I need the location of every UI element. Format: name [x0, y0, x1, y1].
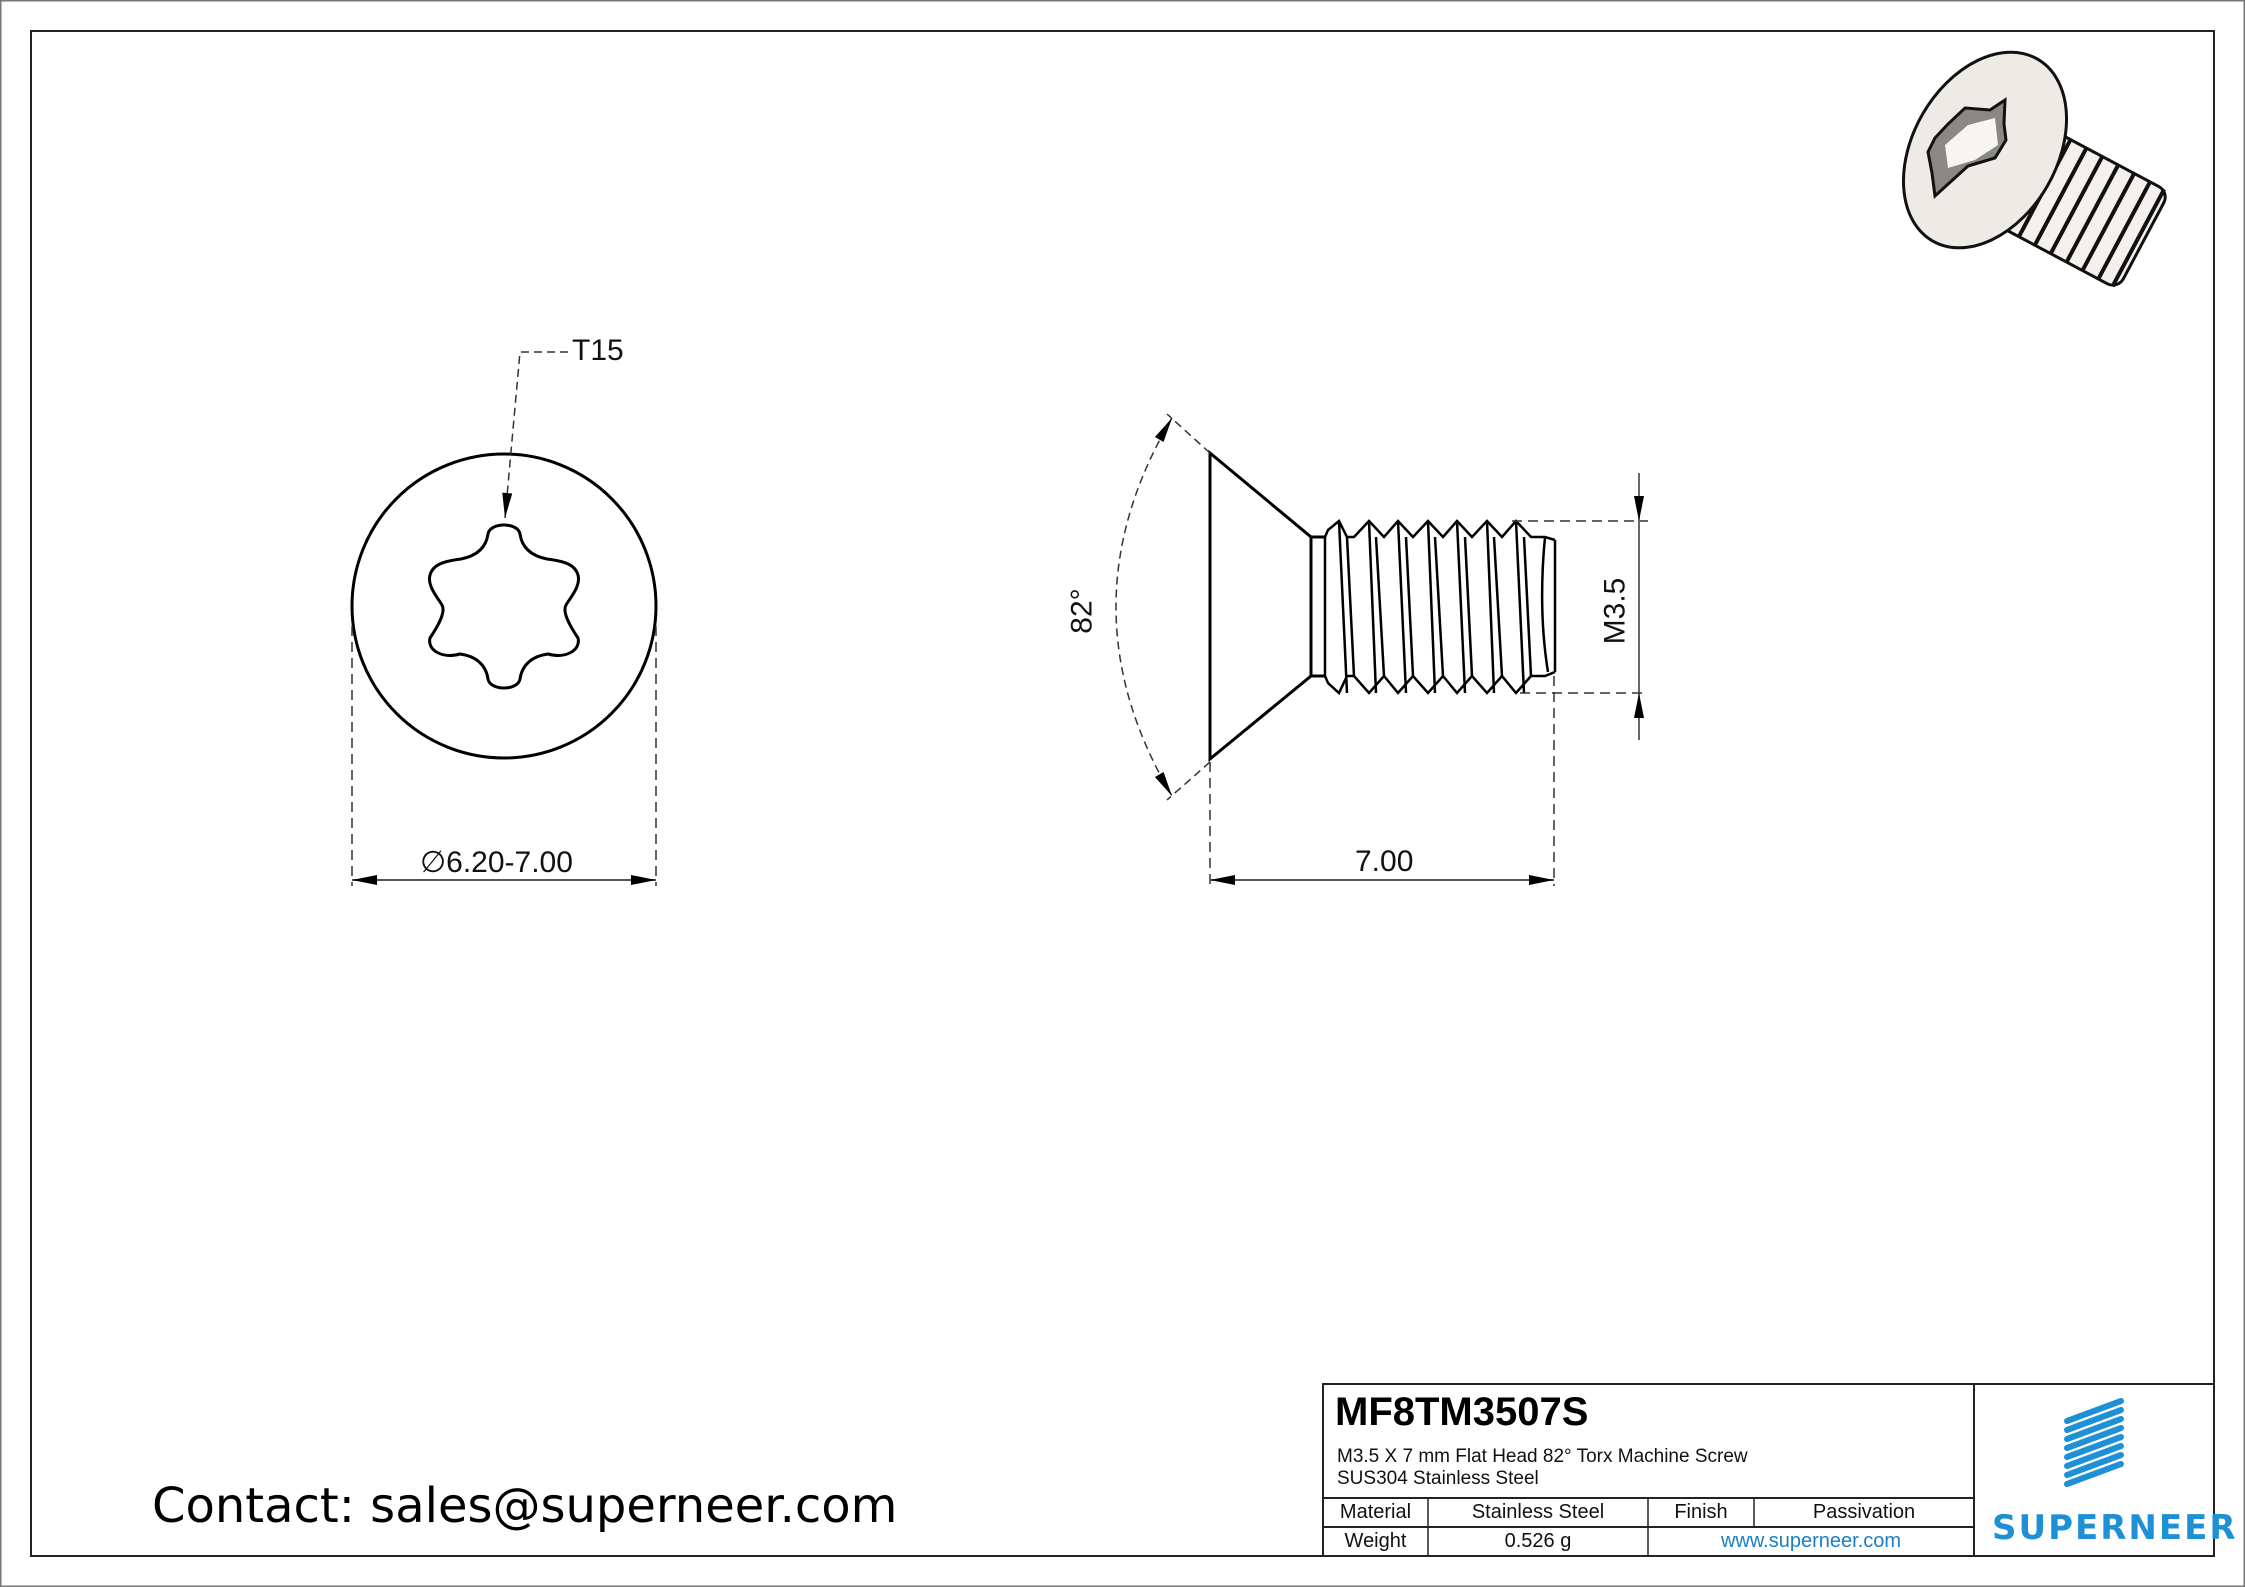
- brand-logo-text: SUPERNEER: [1992, 1508, 2238, 1548]
- part-number: MF8TM3507S: [1335, 1390, 1589, 1434]
- thread-size-label: M3.5: [1598, 577, 1632, 645]
- side-view: [1115, 413, 1648, 886]
- description-line-1: M3.5 X 7 mm Flat Head 82° Torx Machine S…: [1337, 1446, 1748, 1467]
- weight-value: 0.526 g: [1504, 1530, 1572, 1552]
- top-view: [350, 351, 658, 886]
- head-outline: [350, 452, 658, 760]
- material-value: Stainless Steel: [1471, 1501, 1605, 1523]
- inner-frame: [30, 30, 2215, 1557]
- countersink-angle-label: 82°: [1065, 588, 1099, 634]
- screw-3d-render-icon: [1901, 50, 2167, 288]
- description-line-2: SUS304 Stainless Steel: [1337, 1468, 1539, 1489]
- length-label: 7.00: [1355, 845, 1414, 878]
- thread-body: [1323, 519, 1557, 696]
- material-label: Material: [1339, 1501, 1412, 1523]
- contact-email: Contact: sales@superneer.com: [152, 1478, 898, 1534]
- head-diameter-label: ∅6.20-7.00: [420, 846, 573, 879]
- website-link[interactable]: www.superneer.com: [1720, 1530, 1902, 1552]
- countersunk-head: [1208, 449, 1313, 763]
- finish-value: Passivation: [1812, 1501, 1916, 1523]
- torx-leader-line: [502, 351, 568, 519]
- angle-dimension-arc: [1115, 417, 1173, 797]
- title-block: MF8TM3507S M3.5 X 7 mm Flat Head 82° Tor…: [1323, 1384, 2236, 1556]
- torx-size-label: T15: [572, 334, 624, 367]
- finish-label: Finish: [1674, 1501, 1728, 1523]
- weight-label: Weight: [1344, 1530, 1407, 1552]
- torx-recess-icon: [428, 523, 580, 690]
- title-block-grid: [1322, 1383, 2215, 1557]
- superneer-logo-icon: [2064, 1398, 2124, 1487]
